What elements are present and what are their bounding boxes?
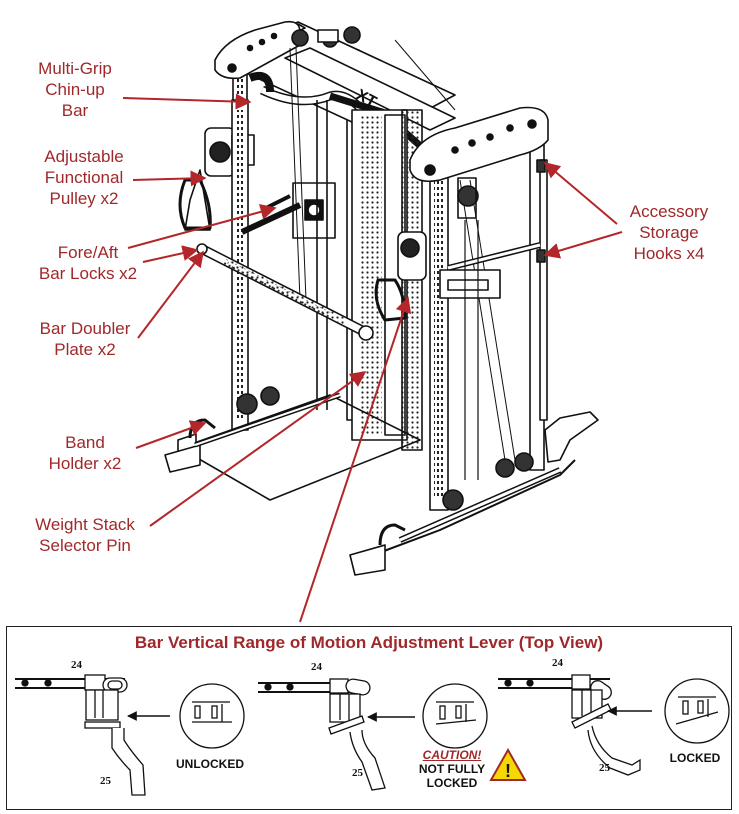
- leader-lines: [122, 93, 623, 623]
- state-label-unlocked: UNLOCKED: [176, 757, 244, 771]
- base-front: [359, 459, 576, 561]
- label-bar-locks: Fore/Aft Bar Locks x2: [38, 243, 138, 283]
- d-handle-right: [374, 278, 407, 322]
- state-label-not-fully-locked: NOT FULLY LOCKED: [418, 762, 486, 790]
- lever-not-fully-locked: [258, 678, 488, 791]
- part-number-24: 24: [71, 659, 82, 671]
- lever-unlocked: [15, 674, 245, 796]
- label-chin-up-bar: Multi-Grip Chin-up Bar: [38, 59, 112, 120]
- d-handle-left: [178, 178, 212, 230]
- functional-trainer-drawing: XT: [164, 20, 599, 576]
- part-number-25: 25: [352, 767, 363, 779]
- label-storage-hooks: Accessory Storage Hooks x4: [629, 202, 709, 263]
- top-plate-left: [214, 20, 301, 80]
- band-holder-right: [378, 523, 406, 546]
- adjustment-lever-panel: Bar Vertical Range of Motion Adjustment …: [6, 626, 732, 810]
- caution-label: CAUTION!: [422, 748, 482, 762]
- lever-locked: [498, 674, 730, 776]
- part-number-24: 24: [552, 657, 563, 669]
- part-number-25: 25: [599, 762, 610, 774]
- label-selector-pin: Weight Stack Selector Pin: [35, 515, 135, 555]
- storage-hook: [536, 159, 546, 173]
- storage-hook: [536, 249, 546, 263]
- panel-title: Bar Vertical Range of Motion Adjustment …: [134, 633, 604, 652]
- detail-drawings: !: [15, 674, 730, 796]
- label-pulley: Adjustable Functional Pulley x2: [44, 147, 124, 208]
- warning-icon: !: [489, 747, 527, 781]
- label-doubler-plate: Bar Doubler Plate x2: [39, 319, 131, 359]
- top-plate-right: [409, 106, 549, 183]
- state-label-locked: LOCKED: [669, 751, 721, 765]
- base-left: [179, 394, 421, 501]
- label-band-holder: Band Holder x2: [48, 433, 122, 473]
- svg-text:!: !: [505, 761, 511, 781]
- part-number-24: 24: [311, 661, 322, 673]
- part-number-25: 25: [100, 775, 111, 787]
